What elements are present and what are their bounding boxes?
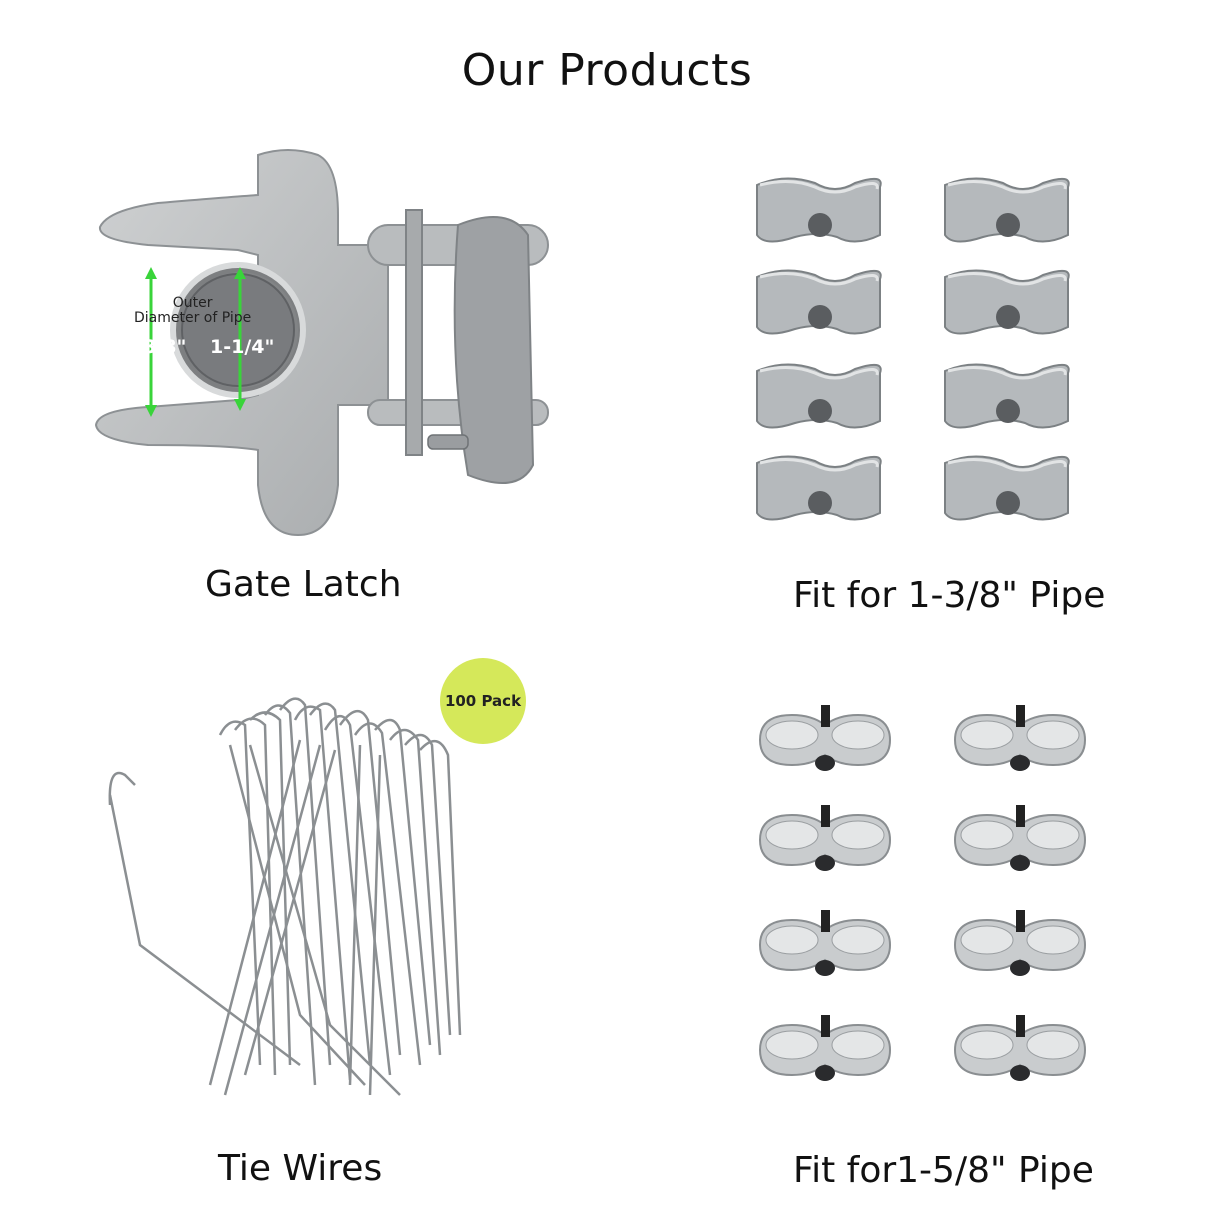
page-title: Our Products	[461, 45, 753, 96]
clamp-set-image	[755, 176, 1071, 522]
clamp-set-image	[759, 705, 1086, 1082]
pack-count-badge: 100 Pack	[440, 658, 526, 744]
tie-wires-caption: Tie Wires	[218, 1148, 383, 1189]
pipe-size-large: 1-3/8"	[122, 336, 187, 358]
outer-label: Outer	[172, 295, 213, 311]
pipe-size-small: 1-1/4"	[210, 336, 275, 358]
diameter-of-pipe-label: Diameter of Pipe	[134, 310, 252, 326]
gate-latch-image	[94, 149, 549, 537]
outer-diameter-note: Outer Diameter of Pipe	[134, 296, 251, 326]
tie-wires-image	[108, 697, 462, 1096]
clamp-1-3-8-caption: Fit for 1-3/8" Pipe	[793, 575, 1106, 616]
gate-latch-caption: Gate Latch	[205, 564, 402, 605]
clamp-1-5-8-caption: Fit for1-5/8" Pipe	[793, 1150, 1094, 1191]
